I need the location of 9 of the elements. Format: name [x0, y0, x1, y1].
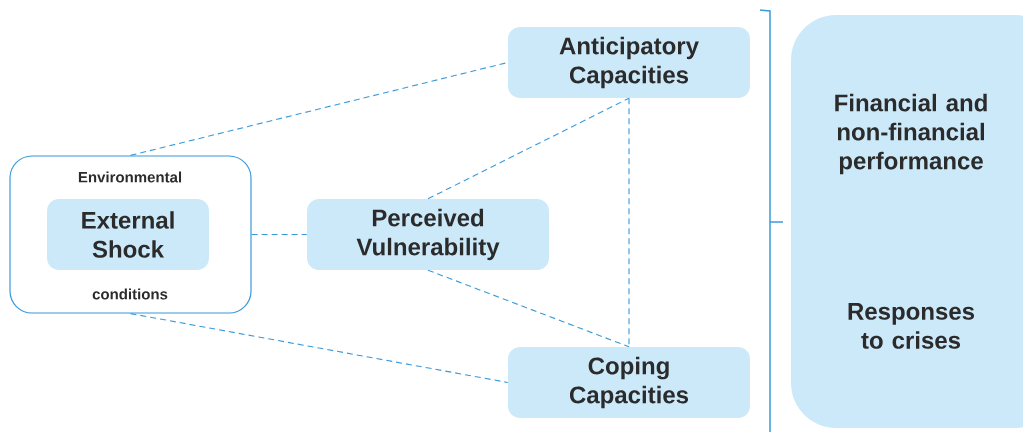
concept-box: Anticipatory Capacities	[508, 27, 750, 98]
outcome-panel: Financial and non-financial performance Responses to crises	[791, 15, 1023, 428]
connector-line	[251, 233, 308, 236]
concept-box: Perceived Vulnerability	[307, 199, 549, 270]
connector-line	[427, 97, 630, 200]
concept-box: Coping Capacities	[508, 347, 750, 418]
connector-line	[427, 269, 630, 348]
concept-box: External Shock	[47, 199, 209, 270]
connector-line	[129, 313, 509, 384]
